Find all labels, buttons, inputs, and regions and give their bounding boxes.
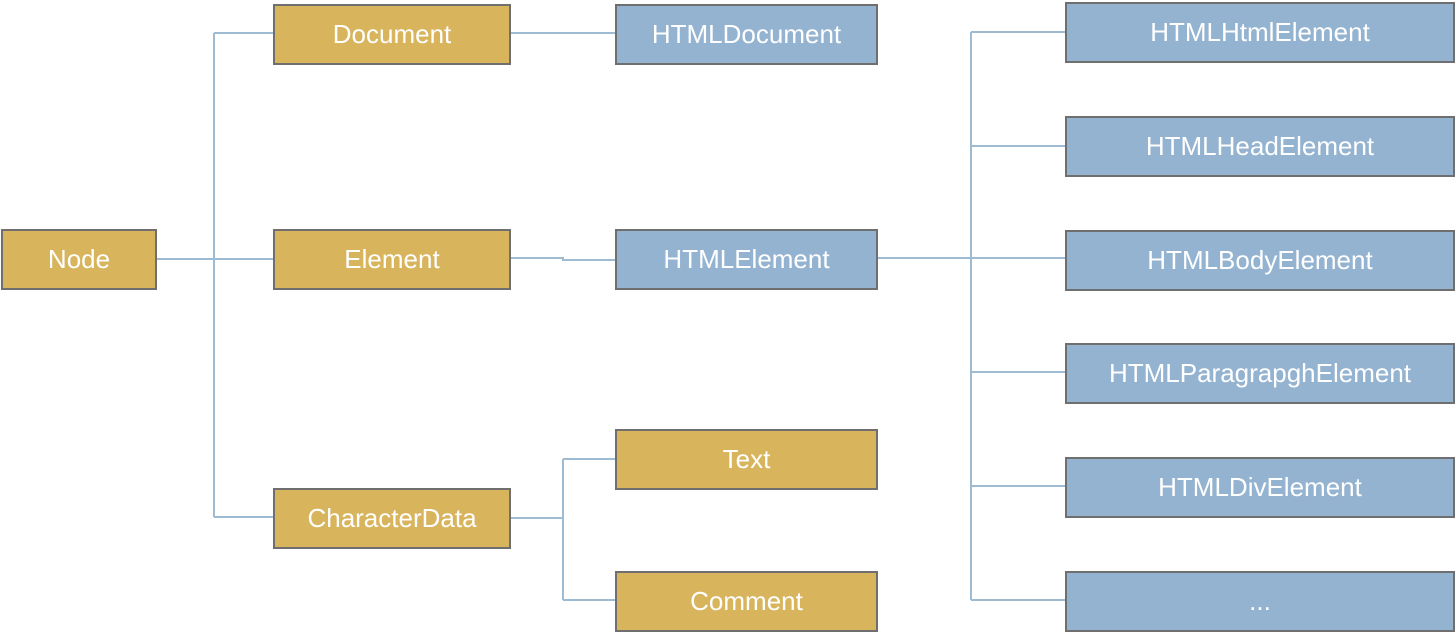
node-character-data: CharacterData (273, 488, 511, 549)
node-element: Element (273, 229, 511, 290)
node-html-div-element: HTMLDivElement (1065, 457, 1455, 518)
node-more-elements: ... (1065, 571, 1455, 632)
connector-htmlelement-to-children (877, 31, 1065, 601)
node-text: Text (615, 429, 878, 490)
node-comment: Comment (615, 571, 878, 632)
node-html-head-element: HTMLHeadElement (1065, 116, 1455, 177)
connector-node-to-children (156, 32, 273, 518)
node-html-document: HTMLDocument (615, 4, 878, 65)
node-html-paragraph-element: HTMLParagrapghElement (1065, 343, 1455, 404)
node-document: Document (273, 4, 511, 65)
node-html-html-element: HTMLHtmlElement (1065, 2, 1455, 63)
connector-element-to-htmlelement (510, 257, 615, 261)
node-node: Node (1, 229, 157, 290)
connector-characterdata-to-children (510, 458, 615, 601)
node-html-body-element: HTMLBodyElement (1065, 230, 1455, 291)
node-html-element: HTMLElement (615, 229, 878, 290)
